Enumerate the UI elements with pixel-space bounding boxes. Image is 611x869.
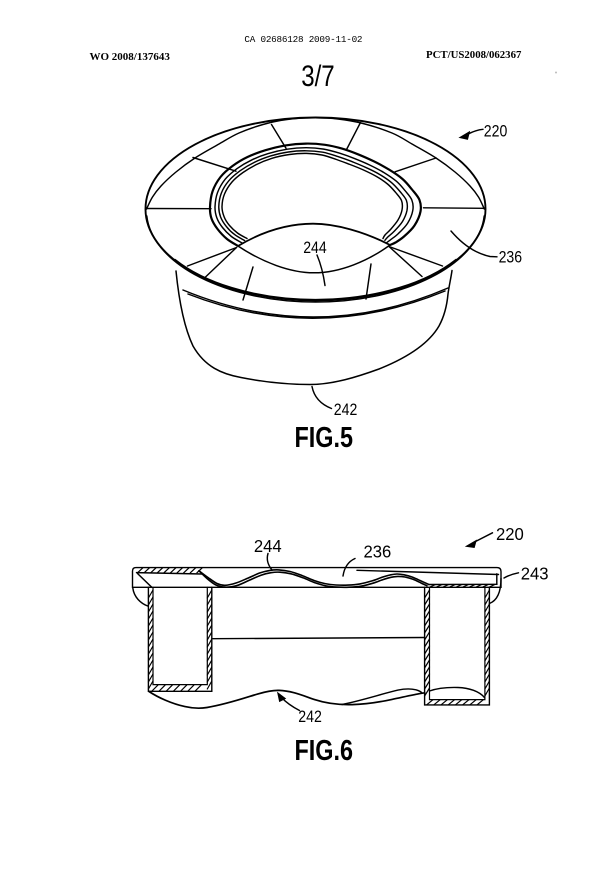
svg-text:243: 243 [521,564,549,584]
svg-text:FIG.6: FIG.6 [295,735,354,767]
svg-text:WO 2008/137643: WO 2008/137643 [90,51,171,63]
svg-text:244: 244 [254,536,282,556]
svg-text:3/7: 3/7 [301,60,335,93]
svg-text:220: 220 [484,122,508,140]
svg-text:242: 242 [298,708,322,726]
svg-text:CA 02686128 2009-11-02: CA 02686128 2009-11-02 [244,34,362,45]
svg-text:236: 236 [364,542,392,562]
svg-text:PCT/US2008/062367: PCT/US2008/062367 [426,49,522,61]
svg-text:242: 242 [334,401,358,419]
svg-text:236: 236 [499,248,522,266]
svg-text:220: 220 [496,524,524,544]
svg-text:FIG.5: FIG.5 [295,422,354,454]
svg-text:244: 244 [303,239,327,257]
